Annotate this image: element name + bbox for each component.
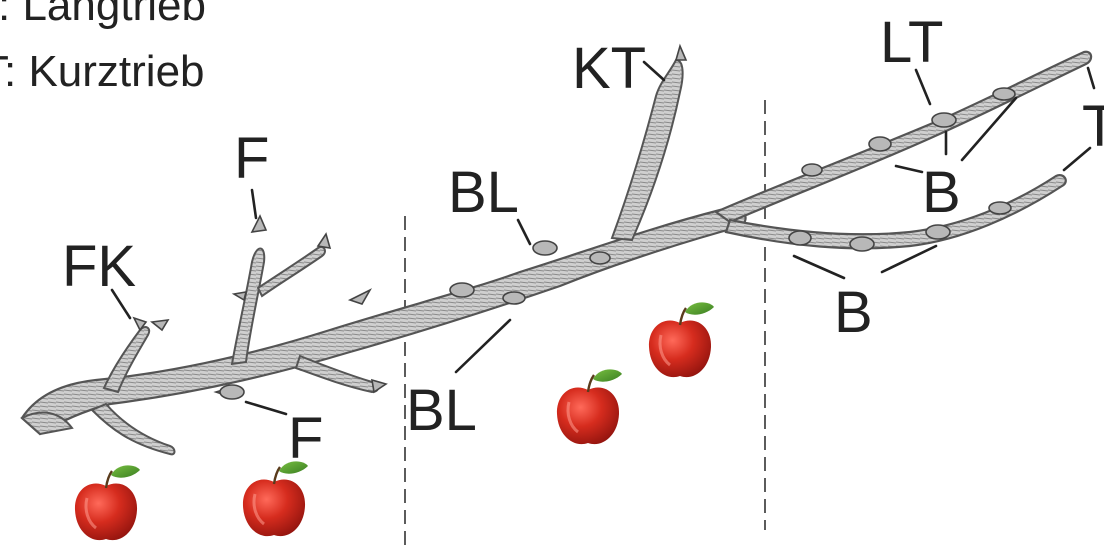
apple-icon (243, 461, 308, 536)
leader-b-lower-2 (882, 246, 936, 272)
label-b-upper: B (922, 160, 961, 225)
leader-b-upper-1 (896, 166, 922, 172)
legend: : Langtrieb T: Kurztrieb (0, 0, 206, 96)
f-twig (232, 249, 264, 365)
leader-lt (916, 70, 930, 104)
leader-bl-lower (456, 320, 510, 372)
leader-kt (644, 62, 664, 80)
label-t-right: T (1082, 94, 1104, 159)
leader-f-bottom (246, 402, 286, 414)
label-bl-upper: BL (448, 160, 519, 225)
leader-bl-upper (518, 220, 530, 244)
leader-b-lower-1 (794, 256, 844, 278)
legend-line-2: T: Kurztrieb (0, 47, 205, 96)
apple-icon (557, 369, 622, 444)
lower-twig (296, 356, 378, 392)
legend-line-1: : Langtrieb (0, 0, 206, 30)
leader-f-top (252, 190, 256, 218)
label-bl-lower: BL (406, 378, 477, 443)
label-f-bottom: F (288, 406, 323, 471)
label-kt: KT (572, 36, 646, 101)
label-fk: FK (62, 234, 136, 299)
branch-illustration (22, 46, 1091, 454)
label-f-top: F (234, 126, 269, 191)
apple-icon (649, 302, 714, 377)
base-spur (92, 404, 175, 454)
leader-t-right-1 (1088, 68, 1094, 88)
apple-icon (75, 465, 140, 540)
label-lt: LT (880, 10, 943, 75)
label-b-lower: B (834, 280, 873, 345)
f-twig-side (258, 247, 325, 296)
